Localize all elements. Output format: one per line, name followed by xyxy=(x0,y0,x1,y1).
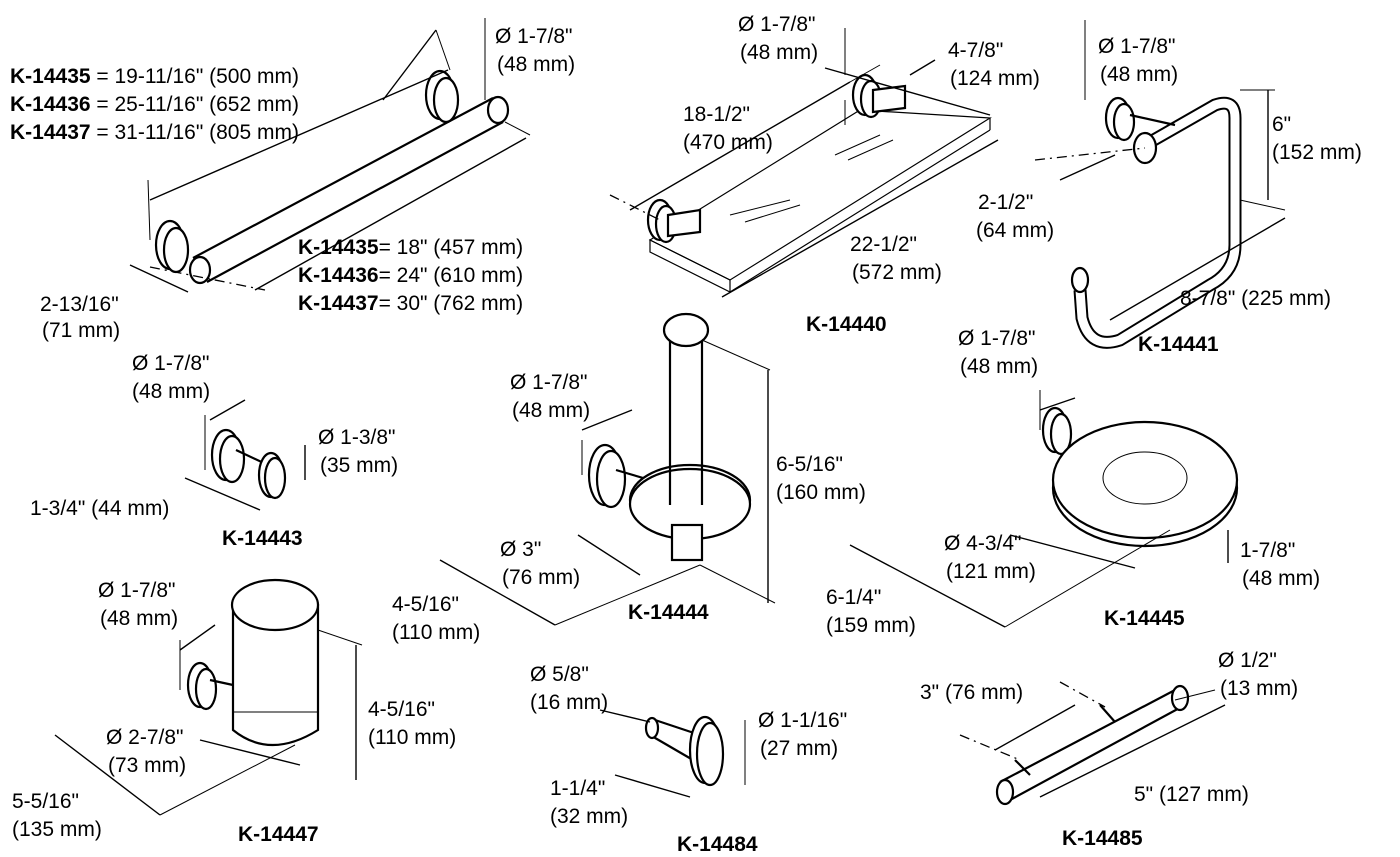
k14445-projection-mm: (159 mm) xyxy=(826,614,916,637)
k14444-drawing xyxy=(439,312,776,626)
k14485-model-label: K-14485 xyxy=(1062,827,1143,850)
k14440-shelf-length: 18-1/2" xyxy=(683,103,750,126)
k14441-model-label: K-14441 xyxy=(1138,333,1219,356)
k14447-model-label: K-14447 xyxy=(238,823,319,846)
k14441-drawing xyxy=(1034,20,1286,349)
k14444-diameter-mm: (48 mm) xyxy=(512,399,591,422)
k14447-tumbler-mm: (73 mm) xyxy=(108,754,187,777)
k14443-diameter: Ø 1-7/8" xyxy=(132,352,210,375)
k14444-diameter: Ø 1-7/8" xyxy=(510,371,588,394)
k14445-dish-mm: (121 mm) xyxy=(946,560,1036,583)
k14440-overall-length-mm: (572 mm) xyxy=(852,261,942,284)
towel-bar-overall-length-2: K-14436 = 25-11/16" (652 mm) xyxy=(10,93,299,116)
k14440-drawing xyxy=(609,28,999,298)
k14485-diameter: Ø 1/2" xyxy=(1218,649,1277,672)
k14445-dish: Ø 4-3/4" xyxy=(944,532,1022,555)
k14444-projection-mm: (110 mm) xyxy=(392,621,481,644)
towel-bar-overall-length-1: K-14435 = 19-11/16" (500 mm) xyxy=(10,65,299,88)
k14441-diameter-mm: (48 mm) xyxy=(1100,63,1179,86)
k14484-cap: Ø 1-1/16" xyxy=(758,709,848,732)
k14440-depth-mm: (124 mm) xyxy=(950,67,1040,90)
k14445-drawing xyxy=(849,390,1239,628)
towel-bar-projection: 2-13/16" xyxy=(40,293,119,316)
k14447-height-mm: (110 mm) xyxy=(368,726,457,749)
k14441-projection-mm: (64 mm) xyxy=(976,219,1055,242)
k14440-shelf-length-mm: (470 mm) xyxy=(683,131,773,154)
k14445-height-mm: (48 mm) xyxy=(1242,567,1321,590)
k14485-drawing xyxy=(959,681,1226,806)
towel-bar-center-length-2: K-14436= 24" (610 mm) xyxy=(298,264,524,287)
k14445-diameter: Ø 1-7/8" xyxy=(958,327,1036,350)
k14440-diameter: Ø 1-7/8" xyxy=(738,13,816,36)
k14484-cap-mm: (27 mm) xyxy=(760,737,839,760)
k14443-model-label: K-14443 xyxy=(222,527,303,550)
towel-bar-center-length-3: K-14437= 30" (762 mm) xyxy=(298,292,524,315)
towel-bar-projection-mm: (71 mm) xyxy=(42,319,121,342)
k14485-diameter-mm: (13 mm) xyxy=(1220,677,1299,700)
k14444-disc: Ø 3" xyxy=(500,538,542,561)
k14447-height: 4-5/16" xyxy=(368,698,435,721)
k14484-model-label: K-14484 xyxy=(677,833,758,856)
k14484-projection: 1-1/4" xyxy=(550,777,606,800)
k14444-disc-mm: (76 mm) xyxy=(502,566,581,589)
k14445-projection: 6-1/4" xyxy=(826,586,882,609)
towel-bar-overall-length-3: K-14437 = 31-11/16" (805 mm) xyxy=(10,121,299,144)
k14443-knob: Ø 1-3/8" xyxy=(318,426,396,449)
k14485-length: 5" (127 mm) xyxy=(1134,783,1249,806)
k14443-knob-mm: (35 mm) xyxy=(320,454,399,477)
k14447-drawing xyxy=(54,578,363,816)
towel-bar-diameter: Ø 1-7/8" xyxy=(495,25,573,48)
towel-bar-center-length-1: K-14435= 18" (457 mm) xyxy=(298,236,524,259)
k14440-depth: 4-7/8" xyxy=(948,39,1004,62)
k14484-projection-mm: (32 mm) xyxy=(550,805,629,828)
k14445-height: 1-7/8" xyxy=(1240,539,1296,562)
k14440-overall-length: 22-1/2" xyxy=(850,233,917,256)
k14440-diameter-mm: (48 mm) xyxy=(740,41,819,64)
k14443-drawing xyxy=(184,399,306,511)
k14484-post: Ø 5/8" xyxy=(530,663,589,686)
k14447-projection-mm: (135 mm) xyxy=(12,818,102,841)
k14441-width: 8-7/8" (225 mm) xyxy=(1180,287,1331,310)
k14441-height-mm: (152 mm) xyxy=(1272,141,1362,164)
k14443-projection: 1-3/4" (44 mm) xyxy=(30,497,170,520)
k14484-drawing xyxy=(599,709,746,798)
k14447-tumbler: Ø 2-7/8" xyxy=(106,726,184,749)
k14445-model-label: K-14445 xyxy=(1104,607,1185,630)
k14443-diameter-mm: (48 mm) xyxy=(132,380,211,403)
k14447-diameter: Ø 1-7/8" xyxy=(98,579,176,602)
k14447-diameter-mm: (48 mm) xyxy=(100,607,179,630)
k14444-height-mm: (160 mm) xyxy=(776,481,866,504)
k14444-model-label: K-14444 xyxy=(628,601,709,624)
k14485-spacing: 3" (76 mm) xyxy=(920,681,1024,704)
k14441-diameter: Ø 1-7/8" xyxy=(1098,35,1176,58)
k14441-projection: 2-1/2" xyxy=(978,191,1034,214)
k14484-post-mm: (16 mm) xyxy=(530,691,609,714)
k14444-projection: 4-5/16" xyxy=(392,593,459,616)
k14441-height: 6" xyxy=(1272,113,1292,136)
k14444-height: 6-5/16" xyxy=(776,453,843,476)
towel-bar-diameter-mm: (48 mm) xyxy=(497,53,576,76)
towel-bar-drawing xyxy=(129,18,531,293)
k14445-diameter-mm: (48 mm) xyxy=(960,355,1039,378)
k14440-model-label: K-14440 xyxy=(806,313,887,336)
k14447-projection: 5-5/16" xyxy=(12,790,79,813)
